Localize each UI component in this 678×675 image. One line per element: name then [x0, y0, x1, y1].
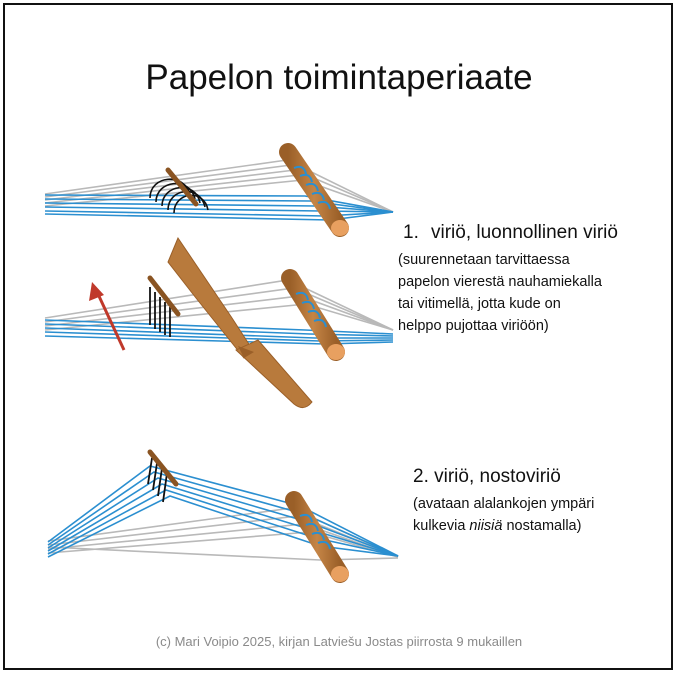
warp-threads-1 — [44, 159, 394, 221]
shed2-note-line: kulkevia niisiä nostamalla) — [413, 515, 594, 537]
back-rod-1 — [279, 143, 349, 237]
shed1-note-line: (suurennetaan tarvittaessa — [398, 252, 570, 268]
shed1-heading-text: viriö, luonnollinen viriö — [431, 222, 618, 243]
shed1-number: 1. — [403, 222, 419, 243]
shed2-note: (avataan alalankojen ympäri kulkevia nii… — [413, 493, 594, 537]
shed1-note-line: papelon vierestä nauhamiekalla — [398, 274, 602, 290]
weaving-sword — [167, 236, 313, 408]
warp-threads-3-raised — [47, 465, 399, 558]
panel-lifted-shed — [47, 449, 399, 583]
shed2-note-line: (avataan alalankojen ympäri — [413, 496, 595, 512]
shed2-note-text: nostamalla) — [502, 518, 582, 534]
shed1-note: (suurennetaan tarvittaessa papelon viere… — [398, 249, 602, 337]
heddles-2 — [149, 287, 171, 337]
pull-arrow — [89, 282, 126, 351]
diagram-title: Papelon toimintaperiaate — [145, 58, 533, 97]
panel-shed-with-sword — [44, 236, 394, 408]
heddle-rod-2 — [147, 275, 181, 317]
heddle-rod-3 — [147, 449, 179, 487]
heddle-rod-1 — [165, 167, 199, 207]
diagram-frame — [3, 3, 673, 670]
shed2-heading: 2. viriö, nostoviriö — [413, 466, 561, 487]
warp-threads-3-lower — [47, 507, 399, 561]
credit-line: (c) Mari Voipio 2025, kirjan Latviešu Jo… — [155, 634, 523, 649]
shed1-note-line: helppo pujottaa viriöön) — [398, 318, 549, 334]
shed2-note-emphasis: niisiä — [469, 518, 503, 534]
back-rod-2 — [281, 269, 345, 361]
shed1-heading: 1. viriö, luonnollinen viriö — [403, 222, 618, 244]
back-rod-3 — [285, 491, 349, 583]
shed2-note-text: kulkevia — [413, 518, 470, 534]
panel-natural-shed — [44, 143, 394, 237]
shed1-note-line: tai vitimellä, jotta kude on — [398, 296, 561, 312]
heddles-3 — [147, 457, 168, 503]
